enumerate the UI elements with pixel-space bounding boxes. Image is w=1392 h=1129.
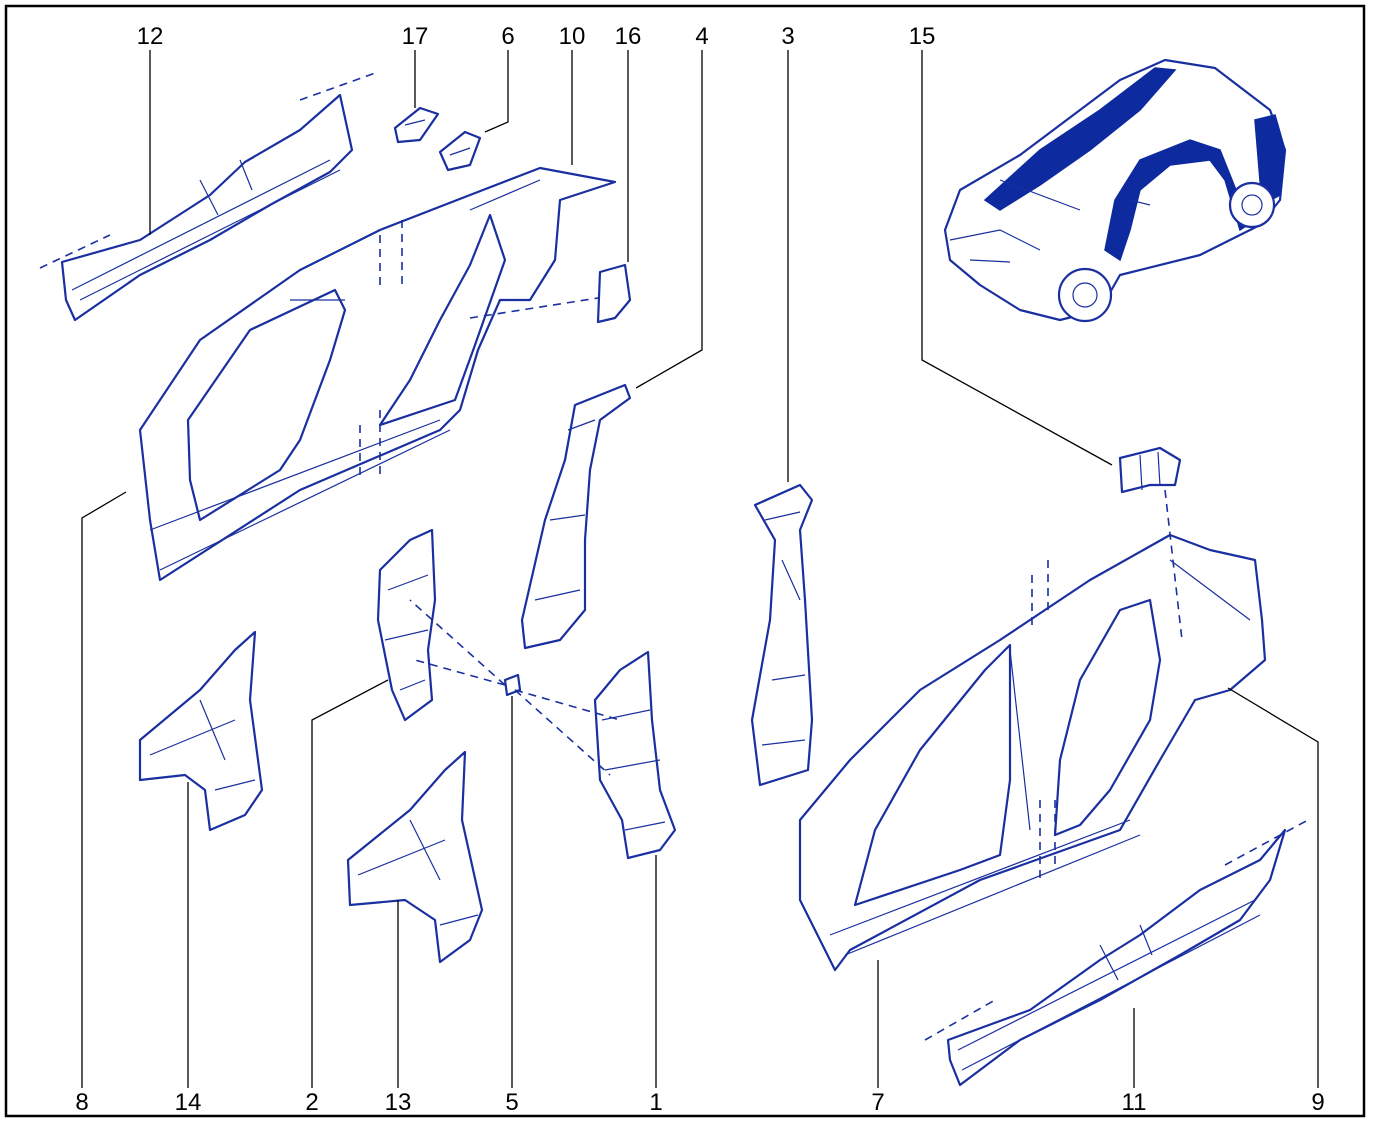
callout-5: 5	[505, 1089, 518, 1116]
callout-12: 12	[137, 23, 164, 50]
part-16-plate	[596, 263, 632, 324]
part-12-sill	[39, 71, 379, 322]
bottom-callouts: 8 14 2 13 5 1 7 11 9	[75, 1089, 1324, 1116]
part-11-sill	[924, 819, 1309, 1087]
part-5-clip	[409, 599, 621, 776]
callout-6: 6	[501, 23, 514, 50]
top-callouts: 12 17 6 10 16 4 3 15	[137, 23, 936, 50]
part-6-bracket	[438, 130, 482, 172]
part-14-pillar-lower	[138, 630, 264, 832]
callout-8: 8	[75, 1089, 88, 1116]
part-8-body-side-left	[138, 166, 617, 582]
leader-lines	[81, 50, 1319, 1088]
callout-14: 14	[175, 1089, 202, 1116]
part-4-pillar	[520, 383, 632, 650]
part-3-pillar	[750, 483, 814, 787]
part-1-pillar-lower	[593, 650, 677, 860]
callout-16: 16	[615, 23, 642, 50]
callout-1: 1	[649, 1089, 662, 1116]
callout-9: 9	[1311, 1089, 1324, 1116]
callout-4: 4	[695, 23, 708, 50]
callout-13: 13	[385, 1089, 412, 1116]
vehicle-overview	[943, 58, 1287, 323]
part-17-bracket	[393, 106, 440, 144]
callout-17: 17	[402, 23, 429, 50]
callout-3: 3	[781, 23, 794, 50]
part-7-body-side-right	[798, 489, 1267, 972]
callout-11: 11	[1122, 1089, 1147, 1116]
part-15-bracket	[1118, 446, 1182, 494]
diagram-frame	[4, 4, 1366, 1118]
part-2-reinforcement	[376, 528, 437, 722]
callout-15: 15	[909, 23, 936, 50]
part-13-pillar-lower	[346, 750, 484, 964]
callout-2: 2	[305, 1089, 318, 1116]
callout-7: 7	[871, 1089, 884, 1116]
callout-10: 10	[559, 23, 586, 50]
